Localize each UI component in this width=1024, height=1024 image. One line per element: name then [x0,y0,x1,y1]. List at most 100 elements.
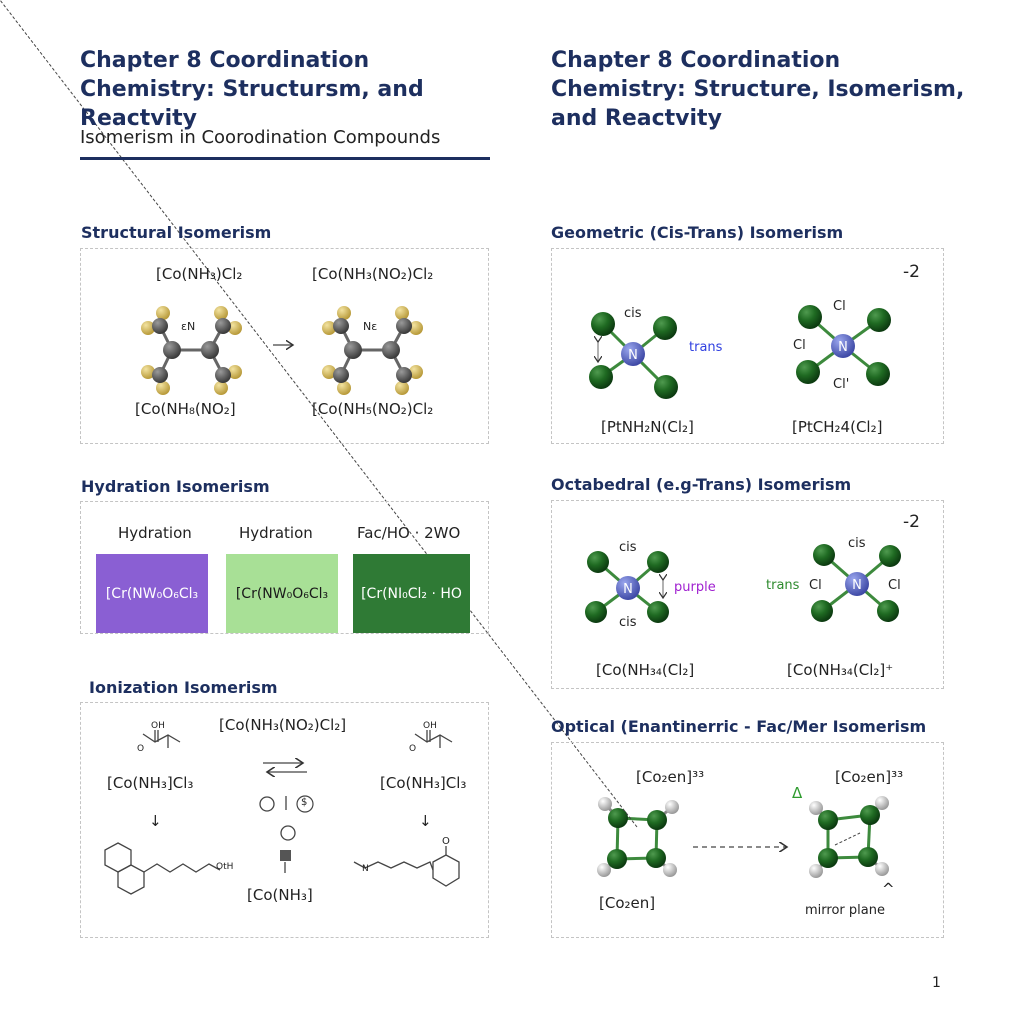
ligand-atom [877,600,899,622]
ligand-atom [858,847,878,867]
ligand-atom [585,601,607,623]
circle-symbol [259,796,275,812]
carbon-atom [215,318,231,334]
coin-icon [296,795,314,813]
formula: [Co(NH₃₄(Cl₂] [596,661,695,679]
cl-label: Cl' [833,377,850,392]
cis-label: cis [619,540,637,555]
cl-label: Cl [793,338,806,353]
carbon-atom [163,341,181,359]
heading-ionization: Ionization Isomerism [89,678,278,697]
title-underline [80,157,490,160]
carbon-atom [344,341,362,359]
formula: [Co(NH₃]Cl₃ [107,774,194,792]
geometric-panel [551,248,944,444]
formula: [PtCH₂4(Cl₂] [792,418,883,436]
formula: [Co(NH₃(NO₂)Cl₂] [219,716,347,734]
ligand-atom [866,362,890,386]
o-label: O [137,744,145,754]
circle-symbol [280,825,296,841]
ionization-panel [80,702,489,938]
cl-label: Cl [833,299,846,314]
trans-label: trans [689,340,723,355]
square-symbol [280,850,291,861]
formula: [Co(NH₃(NO₂)Cl₂ [312,265,434,283]
ligand-atom [608,808,628,828]
heading-hydration: Hydration Isomerism [81,477,270,496]
distance-arrow [0,0,638,828]
formula: [Co(NH₃)Cl₂ [156,265,243,283]
tile-label: Hydration [118,524,192,542]
mirror-plane-label: mirror plane [805,903,885,918]
atom-label: Nε [363,320,378,333]
hydrogen-atom [214,381,228,395]
cl-label: Cl [809,578,822,593]
ligand-atom [591,312,615,336]
atom-label: εN [181,320,196,333]
ligand-atom [818,810,838,830]
delta-symbol: Δ [792,784,803,802]
ligand-atom [798,305,822,329]
ionization-structures [104,730,460,895]
hydration-panel [80,501,489,634]
carbon-atom [396,367,412,383]
hydrogen-atom [337,306,351,320]
ligand-atom [879,545,901,567]
ligand-atom [811,600,833,622]
subtitle: Isomerism in Coorodination Compounds [80,127,441,148]
hydrogen-atom [214,306,228,320]
ligand-atom [653,316,677,340]
ligand-atom [646,848,666,868]
central-atom [621,342,645,366]
down-arrow: ↓ [419,812,432,830]
hydrogen-atom [337,381,351,395]
caret-symbol: ^ [882,880,895,898]
ligand-atom [647,601,669,623]
optical-panel [551,742,944,938]
heading-geometric: Geometric (Cis-Trans) Isomerism [551,223,844,242]
ligand-atom [860,805,880,825]
oh-tail: OtH [216,862,234,872]
ligand-atom [647,551,669,573]
ligand-atom [654,375,678,399]
formula: [Co₂en]³³ [636,768,705,786]
hydrogen-atom [228,321,242,335]
carbon-atom [201,341,219,359]
hydration-tile-dark-green: [Cr(NI₀Cl₂ · HO [353,554,470,633]
trans-label: trans [766,578,800,593]
structural-panel [80,248,489,444]
formula: [Co₂en]³³ [835,768,904,786]
central-atom [616,576,640,600]
hydrogen-atom [228,365,242,379]
carbon-atom [215,367,231,383]
hydration-tile-purple: [Cr(NW₀O₆Cl₃ [96,554,208,633]
hydrogen-atom [665,800,679,814]
tile-label: Hydration [239,524,313,542]
ligand-atom [589,365,613,389]
hydrogen-atom [322,321,336,335]
hydrogen-atom [156,381,170,395]
charge-label: -2 [903,512,920,532]
ligand-atom [607,849,627,869]
ligand-atom [813,544,835,566]
central-atom [831,334,855,358]
formula: [Co(NH₃] [247,886,313,904]
left-acid-skeleton [142,733,181,743]
hydrogen-atom [809,864,823,878]
oh-label: OH [151,721,165,731]
hydrogen-atom [395,381,409,395]
formula: [Co₂en] [599,894,656,912]
carbon-atom [396,318,412,334]
alkyl-chain [143,863,221,873]
central-atom-label: N [838,340,848,355]
right-chapter-title: Chapter 8 Coordination Chemistry: Struct… [551,48,965,131]
central-atom-label: N [852,578,862,593]
down-arrow: ↓ [149,812,162,830]
left-chapter-title: Chapter 8 Coordination Chemistry: Struct… [80,48,424,131]
hydrogen-atom [141,321,155,335]
carbon-atom [333,318,349,334]
formula: [Co(NH₃]Cl₃ [380,774,467,792]
hydration-tile-light-green: [Cr(NW₀O₆Cl₃ [226,554,338,633]
cl-label: Cl [888,578,901,593]
